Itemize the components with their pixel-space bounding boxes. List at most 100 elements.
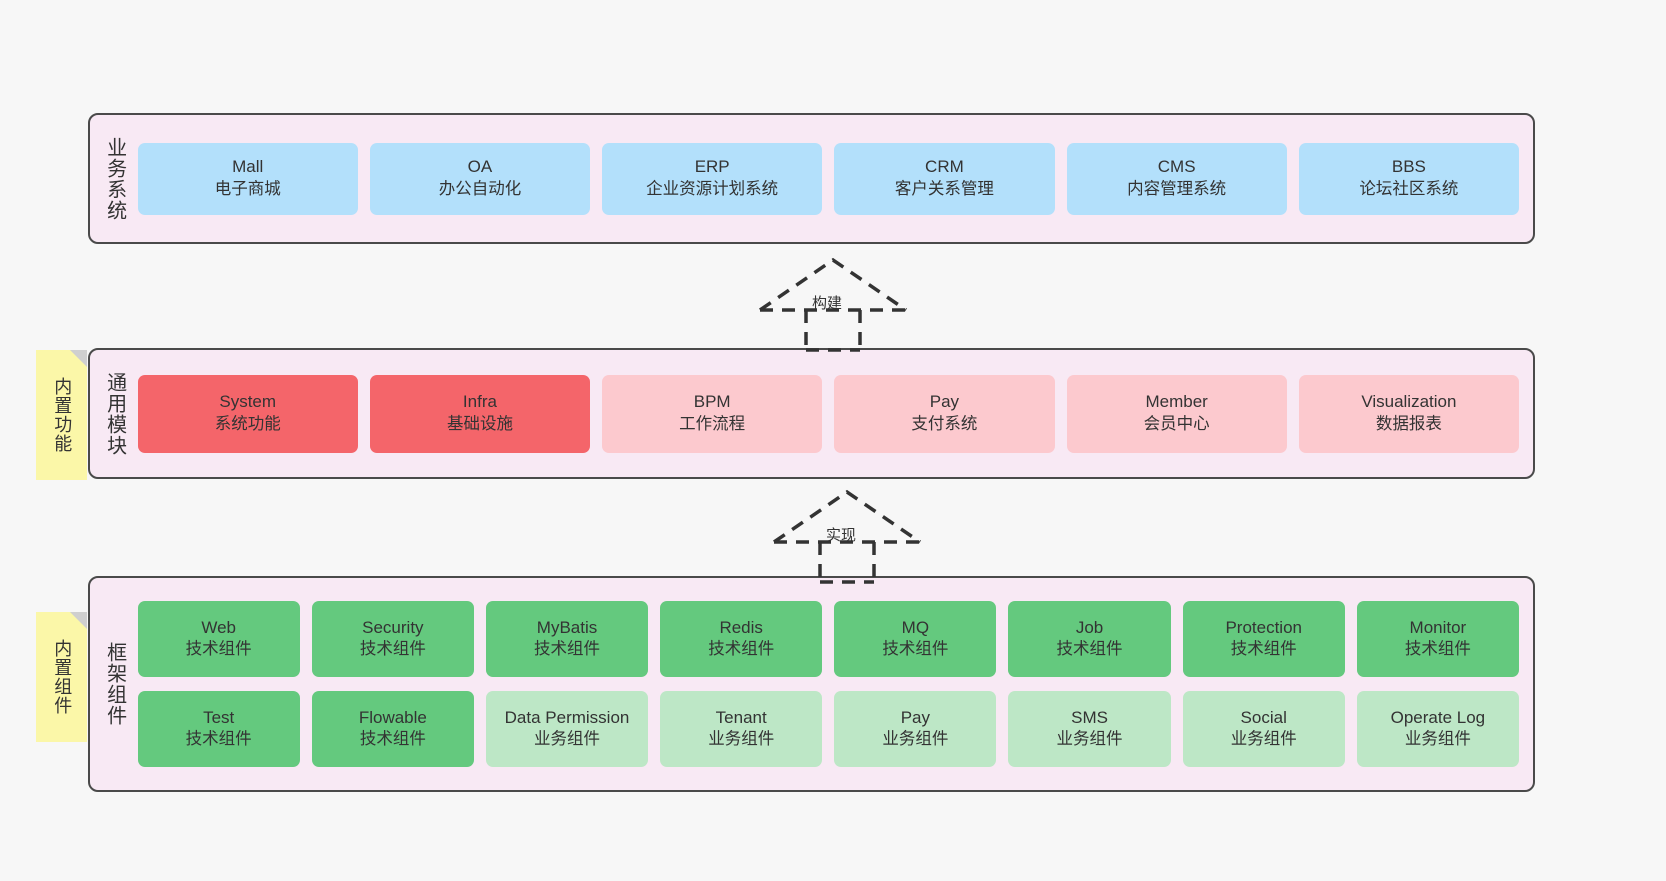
card-pay-module-subtitle: 支付系统 xyxy=(911,414,978,433)
builtin-component-note-text: 内置组件 xyxy=(52,639,73,715)
framework-business-row: Test 技术组件 Flowable 技术组件 Data Permission … xyxy=(137,691,1519,767)
card-mall[interactable]: Mall 电子商城 xyxy=(137,142,358,215)
builtin-function-note: 内置功能 xyxy=(36,350,87,480)
framework-tech-row: Web 技术组件 Security 技术组件 MyBatis 技术组件 Redi… xyxy=(137,601,1519,677)
card-infra-title: Infra xyxy=(462,392,497,412)
card-protection-subtitle: 技术组件 xyxy=(1230,640,1297,659)
card-redis-title: Redis xyxy=(719,617,763,637)
layer-framework-component-label: 框架组件 xyxy=(103,642,126,726)
note-fold-corner-icon xyxy=(70,612,87,629)
card-visualization-title: Visualization xyxy=(1361,392,1457,412)
build-arrow: 构建 xyxy=(744,256,922,352)
layer-business-system: 业务系统 Mall 电子商城 OA 办公自动化 ERP 企业资源计划系统 CRM… xyxy=(88,113,1535,244)
card-tenant-title: Tenant xyxy=(715,707,767,727)
card-job-title: Job xyxy=(1075,617,1104,637)
card-security[interactable]: Security 技术组件 xyxy=(311,601,474,677)
card-test-subtitle: 技术组件 xyxy=(185,730,252,749)
card-job[interactable]: Job 技术组件 xyxy=(1008,601,1171,677)
card-mybatis-title: MyBatis xyxy=(536,617,598,637)
card-job-subtitle: 技术组件 xyxy=(1056,640,1123,659)
builtin-component-note: 内置组件 xyxy=(36,612,87,742)
card-mall-title: Mall xyxy=(232,157,264,177)
card-system[interactable]: System 系统功能 xyxy=(137,374,358,453)
card-system-subtitle: 系统功能 xyxy=(214,414,281,433)
card-security-subtitle: 技术组件 xyxy=(359,640,426,659)
card-erp-subtitle: 企业资源计划系统 xyxy=(646,179,779,198)
card-social-title: Social xyxy=(1240,707,1287,727)
card-web-title: Web xyxy=(201,617,236,637)
card-tenant-subtitle: 业务组件 xyxy=(708,730,775,749)
card-data-permission[interactable]: Data Permission 业务组件 xyxy=(485,691,649,767)
card-monitor-title: Monitor xyxy=(1409,617,1467,637)
card-sms-subtitle: 业务组件 xyxy=(1056,730,1123,749)
card-monitor-subtitle: 技术组件 xyxy=(1404,640,1471,659)
card-flowable[interactable]: Flowable 技术组件 xyxy=(311,691,474,767)
card-member[interactable]: Member 会员中心 xyxy=(1066,374,1287,453)
card-monitor[interactable]: Monitor 技术组件 xyxy=(1356,601,1519,677)
card-web[interactable]: Web 技术组件 xyxy=(137,601,300,677)
card-operate-log[interactable]: Operate Log 业务组件 xyxy=(1356,691,1519,767)
layer-common-module: 通用模块 System 系统功能 Infra 基础设施 BPM 工作流程 Pay… xyxy=(88,348,1535,479)
card-operate-log-subtitle: 业务组件 xyxy=(1404,730,1471,749)
card-pay-component-subtitle: 业务组件 xyxy=(882,730,949,749)
card-bpm-subtitle: 工作流程 xyxy=(679,414,746,433)
implement-arrow: 实现 xyxy=(758,488,936,584)
card-pay-module[interactable]: Pay 支付系统 xyxy=(834,374,1055,453)
card-social[interactable]: Social 业务组件 xyxy=(1182,691,1345,767)
card-cms-subtitle: 内容管理系统 xyxy=(1127,179,1227,198)
card-cms[interactable]: CMS 内容管理系统 xyxy=(1066,142,1287,215)
card-crm-title: CRM xyxy=(925,157,964,177)
card-security-title: Security xyxy=(362,617,424,637)
card-redis[interactable]: Redis 技术组件 xyxy=(660,601,823,677)
card-operate-log-title: Operate Log xyxy=(1390,707,1486,727)
build-arrow-svg xyxy=(759,257,907,352)
card-pay-module-title: Pay xyxy=(929,392,960,412)
card-tenant[interactable]: Tenant 业务组件 xyxy=(660,691,823,767)
card-protection-title: Protection xyxy=(1225,617,1302,637)
common-module-card-list: System 系统功能 Infra 基础设施 BPM 工作流程 Pay 支付系统… xyxy=(134,350,1533,477)
build-arrow-label: 构建 xyxy=(812,295,843,312)
card-oa-subtitle: 办公自动化 xyxy=(438,179,522,198)
card-oa-title: OA xyxy=(467,157,493,177)
framework-component-card-grid: Web 技术组件 Security 技术组件 MyBatis 技术组件 Redi… xyxy=(134,578,1533,790)
card-oa[interactable]: OA 办公自动化 xyxy=(369,142,591,215)
note-fold-corner-icon xyxy=(70,350,87,367)
card-pay-component[interactable]: Pay 业务组件 xyxy=(834,691,997,767)
card-erp[interactable]: ERP 企业资源计划系统 xyxy=(602,142,823,215)
card-protection[interactable]: Protection 技术组件 xyxy=(1182,601,1345,677)
card-test[interactable]: Test 技术组件 xyxy=(137,691,300,767)
card-social-subtitle: 业务组件 xyxy=(1230,730,1297,749)
card-visualization[interactable]: Visualization 数据报表 xyxy=(1298,374,1519,453)
card-mq[interactable]: MQ 技术组件 xyxy=(834,601,997,677)
card-member-subtitle: 会员中心 xyxy=(1143,414,1210,433)
builtin-function-note-text: 内置功能 xyxy=(52,377,73,453)
card-sms-title: SMS xyxy=(1071,707,1108,727)
card-infra[interactable]: Infra 基础设施 xyxy=(369,374,591,453)
implement-arrow-svg xyxy=(773,489,921,584)
card-bpm[interactable]: BPM 工作流程 xyxy=(602,374,823,453)
card-bbs-title: BBS xyxy=(1391,157,1426,177)
card-mybatis-subtitle: 技术组件 xyxy=(534,640,601,659)
card-bbs-subtitle: 论坛社区系统 xyxy=(1359,179,1459,198)
card-mall-subtitle: 电子商城 xyxy=(214,179,281,198)
card-pay-component-title: Pay xyxy=(900,707,931,727)
implement-arrow-label: 实现 xyxy=(826,527,857,544)
layer-common-module-label: 通用模块 xyxy=(103,371,126,456)
card-web-subtitle: 技术组件 xyxy=(185,640,252,659)
layer-framework-component: 框架组件 Web 技术组件 Security 技术组件 MyBatis 技术组件… xyxy=(88,576,1535,792)
card-crm-subtitle: 客户关系管理 xyxy=(894,179,994,198)
card-member-title: Member xyxy=(1145,392,1208,412)
card-crm[interactable]: CRM 客户关系管理 xyxy=(834,142,1055,215)
card-mybatis[interactable]: MyBatis 技术组件 xyxy=(485,601,649,677)
card-flowable-title: Flowable xyxy=(358,707,427,727)
card-infra-subtitle: 基础设施 xyxy=(446,414,513,433)
layer-business-system-label: 业务系统 xyxy=(103,136,126,221)
card-data-permission-subtitle: 业务组件 xyxy=(534,730,601,749)
card-bbs[interactable]: BBS 论坛社区系统 xyxy=(1298,142,1519,215)
card-data-permission-title: Data Permission xyxy=(504,707,630,727)
card-erp-title: ERP xyxy=(694,157,730,177)
card-redis-subtitle: 技术组件 xyxy=(708,640,775,659)
card-mq-title: MQ xyxy=(901,617,930,637)
card-sms[interactable]: SMS 业务组件 xyxy=(1008,691,1171,767)
